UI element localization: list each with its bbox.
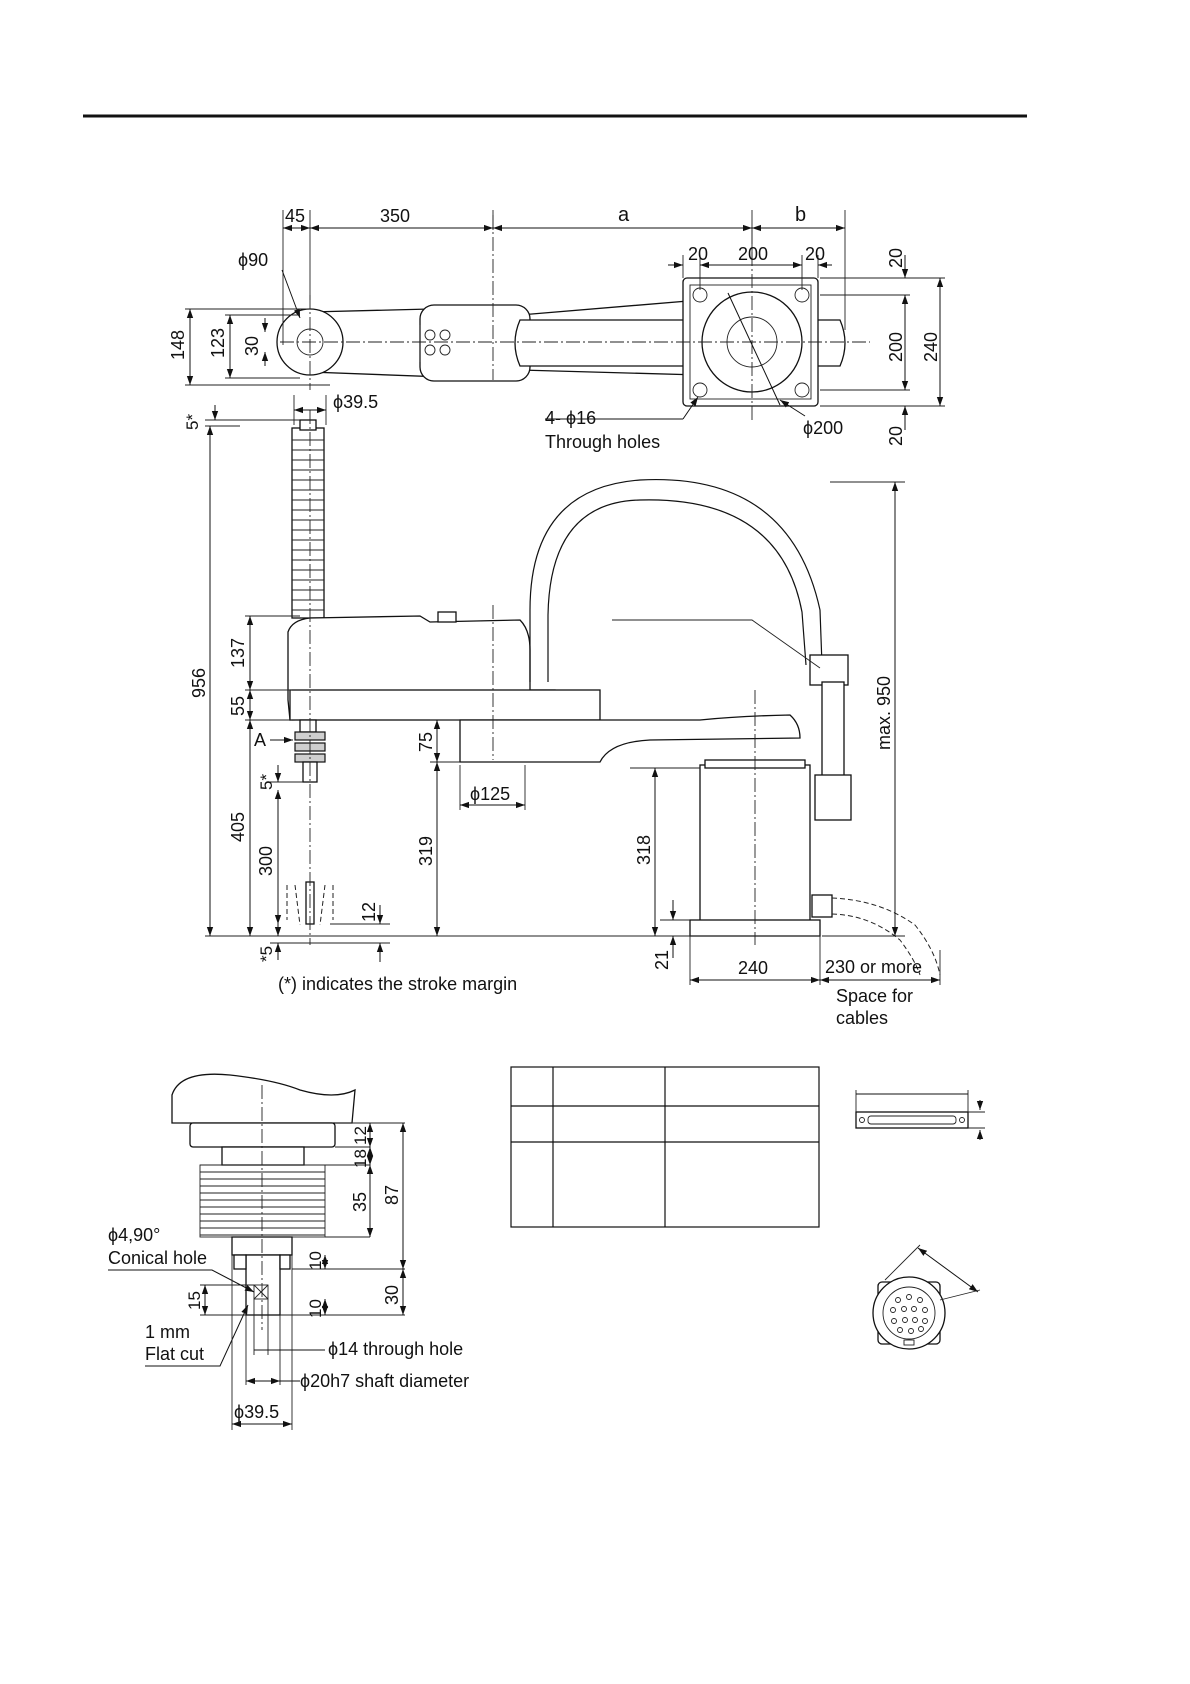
side-dim-55: 55 xyxy=(228,696,248,716)
detail-dim-30: 30 xyxy=(382,1285,402,1305)
detail-dim-10-bottom: 10 xyxy=(306,1299,325,1318)
elbow-housing xyxy=(419,304,531,382)
bellows xyxy=(292,439,324,611)
detail-housing xyxy=(171,1073,356,1124)
side-dim-319: 319 xyxy=(416,836,436,866)
dim-350: 350 xyxy=(380,206,410,226)
side-dim-230-or-more: 230 or more xyxy=(825,957,922,977)
detail-dim-87: 87 xyxy=(382,1185,402,1205)
conical-hole-line1: ϕ4,90° xyxy=(108,1225,160,1245)
top-view: 45 350 a b 20 200 20 ϕ90 148 123 30 20 2… xyxy=(168,204,945,452)
cable-arch-inner xyxy=(547,499,807,682)
conical-hole-line2: Conical hole xyxy=(108,1248,207,1268)
cable-duct-clamp xyxy=(809,654,849,686)
holes-sublabel: Through holes xyxy=(545,432,660,452)
side-dim-318: 318 xyxy=(634,835,654,865)
connector-front-view xyxy=(855,1090,985,1140)
dim-200-top: 200 xyxy=(738,244,768,264)
dim-30: 30 xyxy=(242,336,262,356)
dim-a: a xyxy=(618,204,630,226)
detail-dim-15: 15 xyxy=(185,1291,204,1310)
detail-dim-phi39: ϕ39.5 xyxy=(234,1402,279,1422)
side-dim-75: 75 xyxy=(416,732,436,752)
dim-45: 45 xyxy=(285,206,305,226)
dim-240-vert: 240 xyxy=(921,332,941,362)
side-dim-phi39: ϕ39.5 xyxy=(333,392,378,412)
detail-dim-12: 12 xyxy=(351,1126,370,1145)
connector-cluster xyxy=(419,325,451,362)
through-hole-label: ϕ14 through hole xyxy=(328,1339,463,1359)
cables-note-line2: cables xyxy=(836,1008,888,1028)
joint-cap xyxy=(437,611,457,623)
flat-cut-line2: Flat cut xyxy=(145,1344,204,1364)
dim-148: 148 xyxy=(168,330,188,360)
cables-note-line1: Space for xyxy=(836,986,913,1006)
side-dim-5-mid: 5* xyxy=(257,774,276,790)
detail-bellows xyxy=(199,1164,326,1238)
shaft-diameter-label: ϕ20h7 shaft diameter xyxy=(300,1371,469,1391)
specification-table xyxy=(510,1066,820,1228)
side-dim-405: 405 xyxy=(228,812,248,842)
flat-cut-line1: 1 mm xyxy=(145,1322,190,1342)
circular-connector-view xyxy=(872,1244,981,1350)
side-dim-phi125: ϕ125 xyxy=(470,784,510,804)
side-view: ϕ39.5 5* 956 137 55 A 5* 405 300 75 ϕ125 xyxy=(183,392,941,1028)
dim-b: b xyxy=(795,204,806,226)
dim-20-vert-bottom: 20 xyxy=(886,426,906,446)
detail-a: 12 18 35 87 10 30 10 15 ϕ4,90° Conical h… xyxy=(108,1073,469,1430)
side-dim-21: 21 xyxy=(652,950,672,970)
side-dim-5-top: 5* xyxy=(183,414,202,430)
detail-dim-18: 18 xyxy=(351,1149,370,1168)
holes-label: 4- ϕ16 xyxy=(545,408,596,428)
side-dim-300: 300 xyxy=(256,846,276,876)
arm2-link xyxy=(459,714,801,763)
side-dim-956: 956 xyxy=(189,668,209,698)
detail-dim-10-top: 10 xyxy=(306,1251,325,1270)
dim-phi200: ϕ200 xyxy=(803,418,843,438)
side-dim-12: 12 xyxy=(359,902,379,922)
side-dim-5-bottom: *5 xyxy=(257,946,276,962)
side-dim-max950: max. 950 xyxy=(874,676,894,750)
side-dim-240: 240 xyxy=(738,958,768,978)
stroke-margin-note: (*) indicates the stroke margin xyxy=(278,974,517,994)
dim-20-vert-top: 20 xyxy=(886,248,906,268)
section-marker-A: A xyxy=(254,730,266,750)
cable-arch-outer xyxy=(529,478,823,682)
dim-200-vert: 200 xyxy=(886,332,906,362)
side-dim-137: 137 xyxy=(228,638,248,668)
dim-123: 123 xyxy=(208,328,228,358)
dim-20-right: 20 xyxy=(805,244,825,264)
detail-dim-35: 35 xyxy=(350,1192,370,1212)
connector-pins xyxy=(890,1294,928,1334)
dim-20-left: 20 xyxy=(688,244,708,264)
dim-phi90: ϕ90 xyxy=(238,250,268,270)
